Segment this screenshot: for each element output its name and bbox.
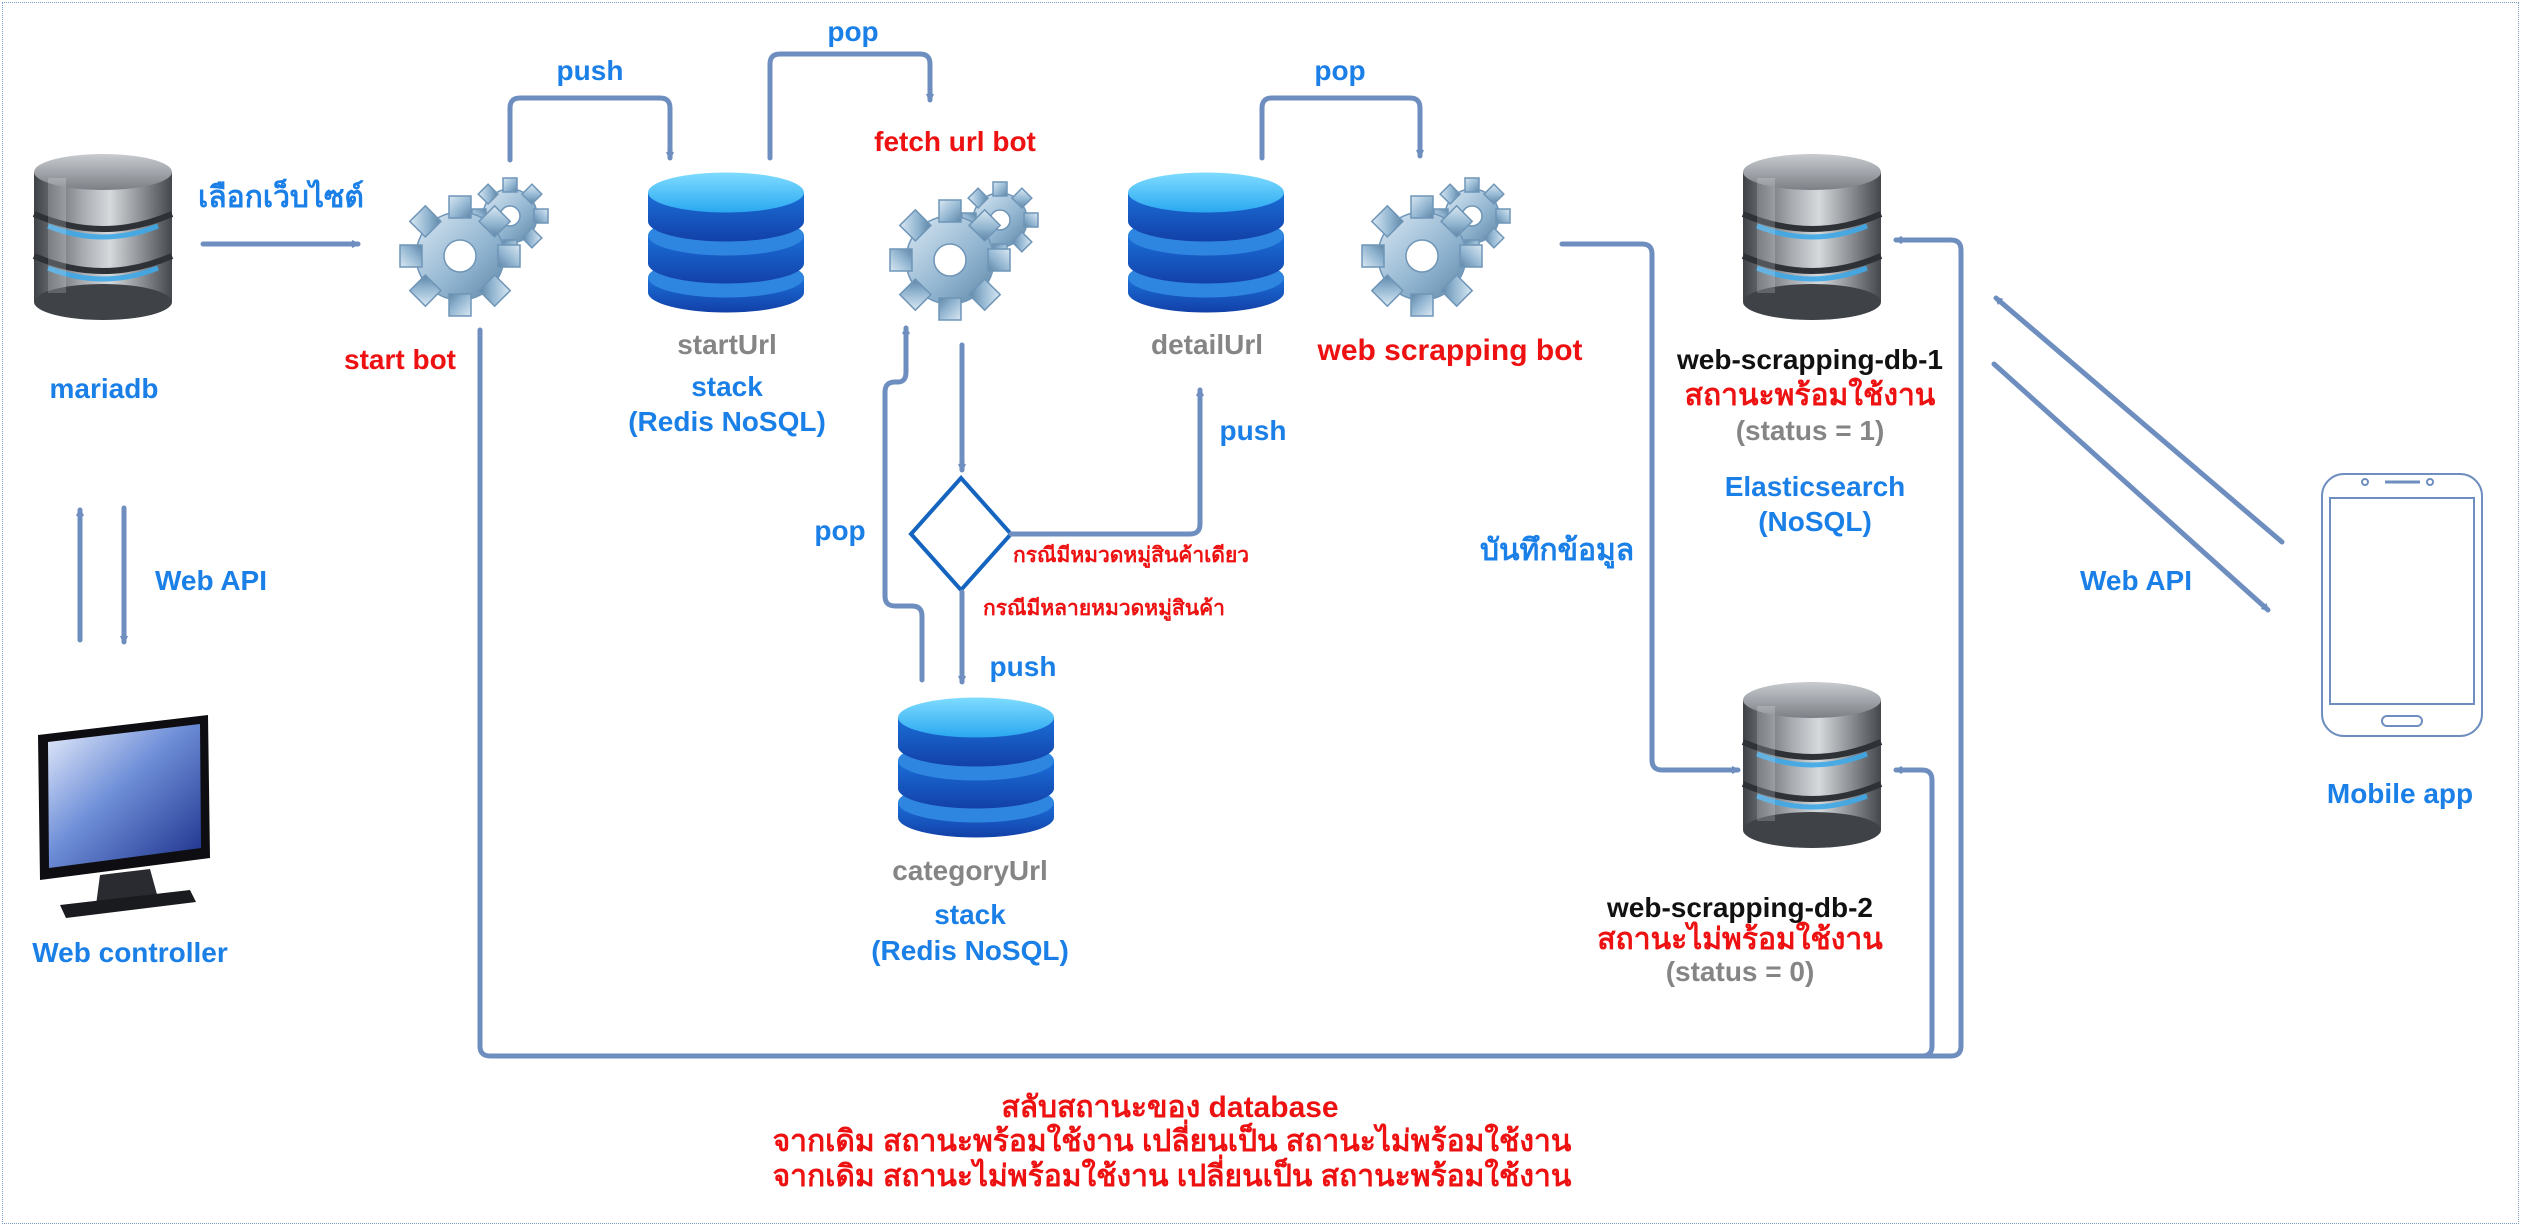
web-controller-label: Web controller <box>32 937 228 968</box>
arrow-webapi-to-es <box>1993 295 2285 545</box>
category-url-tech: (Redis NoSQL) <box>871 935 1069 966</box>
detail-url-name: detailUrl <box>1150 329 1264 360</box>
start-bot-gears-icon <box>399 177 549 317</box>
arrow-switch-db1 <box>1893 240 1964 1059</box>
fetch-url-bot-gears-icon <box>889 181 1039 321</box>
web-scrapping-bot-label: web scrapping bot <box>1317 334 1583 367</box>
db2-name: web-scrapping-db-2 <box>1606 892 1874 923</box>
pop-category-label: pop <box>814 515 866 546</box>
start-bot-label: start bot <box>344 344 456 375</box>
db1-database-icon <box>1743 154 1881 320</box>
db1-state: สถานะพร้อมใช้งาน <box>1684 379 1936 412</box>
pop-start-label: pop <box>827 16 879 47</box>
select-website-label: เลือกเว็บไซต์ <box>198 181 364 214</box>
decision-diamond-icon <box>908 474 1014 594</box>
monitor-icon <box>38 715 210 918</box>
mobile-app-label: Mobile app <box>2326 778 2474 809</box>
push-category-label: push <box>989 651 1057 682</box>
db2-database-icon <box>1743 682 1881 848</box>
push-detail-label: push <box>1219 415 1287 446</box>
multi-category-label: กรณีมีหลายหมวดหมู่สินค้า <box>983 597 1225 620</box>
category-url-stack-icon <box>898 697 1054 838</box>
start-url-name: startUrl <box>677 329 777 360</box>
db2-status: (status = 0) <box>1665 956 1815 987</box>
arrow-webapi-to-mobile <box>1991 361 2271 613</box>
category-url-name: categoryUrl <box>892 855 1048 886</box>
db2-state: สถานะไม่พร้อมใช้งาน <box>1597 923 1883 956</box>
fetch-url-bot-label: fetch url bot <box>874 126 1036 157</box>
arrow-pop-start <box>767 51 930 161</box>
db1-name: web-scrapping-db-1 <box>1676 344 1944 375</box>
elasticsearch-line2: (NoSQL) <box>1758 506 1872 537</box>
push-start-label: push <box>556 55 624 86</box>
start-url-tech: (Redis NoSQL) <box>628 406 826 437</box>
single-category-label: กรณีมีหมวดหมู่สินค้าเดียว <box>1013 544 1250 567</box>
pop-detail-label: pop <box>1314 55 1366 86</box>
detail-url-stack-icon <box>1128 172 1284 313</box>
category-url-type: stack <box>934 899 1006 930</box>
elasticsearch-line1: Elasticsearch <box>1724 471 1906 502</box>
mariadb-database-icon <box>34 154 172 320</box>
mariadb-label: mariadb <box>49 373 159 404</box>
arrow-save-data <box>1559 241 1741 770</box>
start-url-type: stack <box>691 371 763 402</box>
footer-line-3: จากเดิม สถานะไม่พร้อมใช้งาน เปลี่ยนเป็น … <box>772 1160 1572 1193</box>
arrow-pop-detail <box>1259 95 1420 161</box>
smartphone-icon <box>2321 473 2483 737</box>
web-scrapping-bot-gears-icon <box>1361 177 1511 317</box>
footer-line-2: จากเดิม สถานะพร้อมใช้งาน เปลี่ยนเป็น สถา… <box>772 1125 1572 1158</box>
footer-line-1: สลับสถานะของ database <box>1001 1091 1339 1124</box>
arrow-push-start <box>507 95 670 163</box>
start-url-stack-icon <box>648 172 804 313</box>
web-api-left-label: Web API <box>155 565 268 596</box>
arrow-push-detail <box>1008 387 1200 537</box>
db1-status: (status = 1) <box>1735 415 1885 446</box>
save-data-label: บันทึกข้อมูล <box>1480 534 1635 567</box>
arrow-pop-category <box>882 325 925 683</box>
web-api-right-label: Web API <box>2079 565 2193 596</box>
